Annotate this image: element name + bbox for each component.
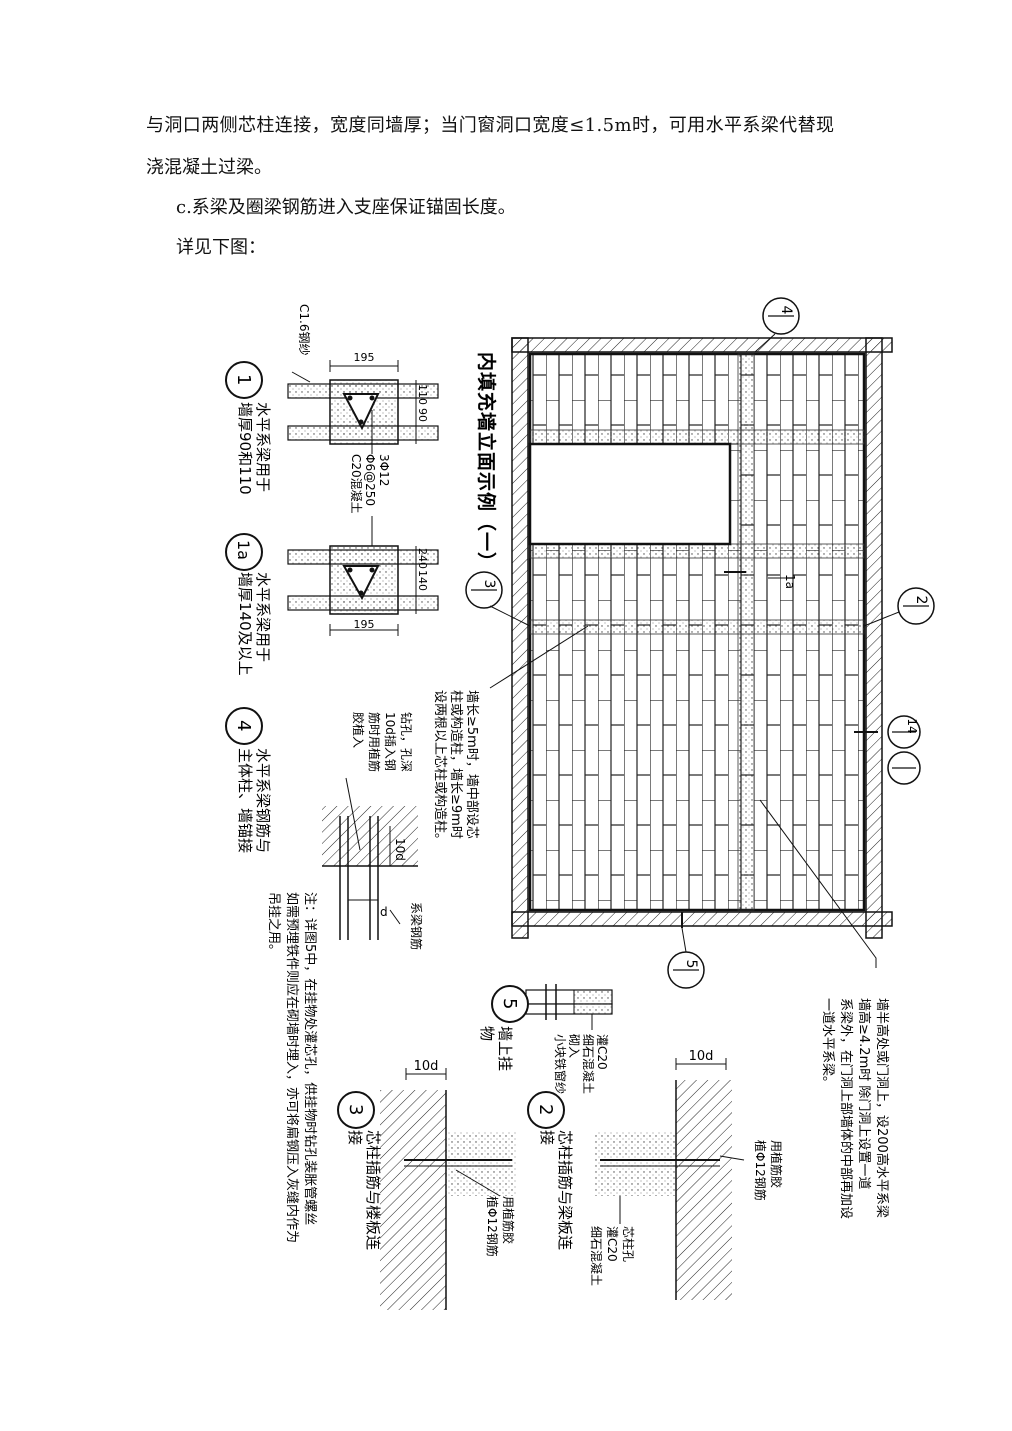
svg-text:砌入: 砌入 <box>567 1034 581 1058</box>
note-wall-length: 墙长≥5m时，墙中部设芯 柱或构造柱，墙长≥9m时 设两根以上芯柱或构造柱。 <box>432 690 479 846</box>
svg-text:195: 195 <box>354 351 375 364</box>
svg-text:注：详图5中，在挂物处灌芯孔，供挂物时钻孔装胀管螺丝: 注：详图5中，在挂物处灌芯孔，供挂物时钻孔装胀管螺丝 <box>302 892 317 1225</box>
svg-text:墙高≥4.2m时 除门洞上设置一道: 墙高≥4.2m时 除门洞上设置一道 <box>856 998 872 1189</box>
svg-text:用植筋胶: 用植筋胶 <box>501 1196 516 1244</box>
svg-text:墙上挂: 墙上挂 <box>496 1026 514 1071</box>
svg-text:4: 4 <box>233 720 254 731</box>
svg-text:5: 5 <box>499 998 520 1009</box>
svg-text:灌C20: 灌C20 <box>605 1226 619 1262</box>
svg-text:4: 4 <box>778 306 794 315</box>
paragraph-2: 浇混凝土过梁。 <box>146 157 272 178</box>
svg-text:植Φ12钢筋: 植Φ12钢筋 <box>753 1140 768 1201</box>
svg-text:水平系梁钢筋与: 水平系梁钢筋与 <box>254 748 272 853</box>
callout-2: 2 <box>863 587 935 627</box>
note-hanging: 注：详图5中，在挂物处灌芯孔，供挂物时钻孔装胀管螺丝 如需预埋铁件则应在砌墙时埋… <box>266 892 317 1243</box>
svg-text:10d: 10d <box>689 1049 714 1064</box>
svg-text:植Φ12钢筋: 植Φ12钢筋 <box>485 1196 500 1257</box>
svg-text:接: 接 <box>346 1130 364 1145</box>
svg-text:接: 接 <box>538 1130 556 1145</box>
detail-1a: 195 240 140 1a 水平系梁用于 墙厚140及以上 <box>225 516 439 676</box>
callout-1a: 1a <box>768 574 797 589</box>
svg-text:吊挂之用。: 吊挂之用。 <box>266 892 281 957</box>
svg-text:10d: 10d <box>414 1059 439 1074</box>
svg-text:2: 2 <box>535 1104 556 1115</box>
svg-text:柱或构造柱，墙长≥9m时: 柱或构造柱，墙长≥9m时 <box>448 690 463 839</box>
svg-text:小块铁窗纱: 小块铁窗纱 <box>553 1034 567 1094</box>
svg-text:90: 90 <box>416 408 429 422</box>
elevation-main <box>511 337 893 939</box>
svg-text:钻孔，孔深: 钻孔，孔深 <box>399 712 414 772</box>
svg-text:设两根以上芯柱或构造柱。: 设两根以上芯柱或构造柱。 <box>432 690 447 846</box>
svg-text:水平系梁用于: 水平系梁用于 <box>254 572 272 662</box>
svg-text:C20混凝土: C20混凝土 <box>349 454 364 514</box>
paragraph-3: c.系梁及圈梁钢筋进入支座保证锚固长度。 <box>176 197 516 218</box>
svg-text:灌C20: 灌C20 <box>595 1034 609 1070</box>
svg-text:1: 1 <box>233 374 254 385</box>
svg-text:芯柱孔: 芯柱孔 <box>621 1226 636 1262</box>
svg-text:3: 3 <box>345 1104 366 1115</box>
svg-text:墙厚90和110: 墙厚90和110 <box>236 402 254 495</box>
svg-text:240: 240 <box>416 548 429 569</box>
svg-text:1a: 1a <box>234 540 253 560</box>
svg-text:1a: 1a <box>783 574 797 589</box>
callout-4: 4 <box>754 297 800 353</box>
svg-text:系梁钢筋: 系梁钢筋 <box>409 902 424 950</box>
svg-text:水平系梁用于: 水平系梁用于 <box>254 402 272 492</box>
svg-text:3Φ12: 3Φ12 <box>377 454 391 486</box>
svg-text:用植筋胶: 用植筋胶 <box>769 1140 784 1188</box>
svg-text:系梁外，在门洞上部墙体的中部再加设: 系梁外，在门洞上部墙体的中部再加设 <box>838 998 854 1219</box>
svg-text:胶植入: 胶植入 <box>351 712 366 748</box>
paragraph-1: 与洞口两侧芯柱连接，宽度同墙厚；当门窗洞口宽度≤1.5m时，可用水平系梁代替现 <box>146 115 835 136</box>
callout-14-pair: 14 <box>887 715 921 785</box>
note-wall-height: 墙半高处或门洞上，设200高水平系梁 墙高≥4.2m时 除门洞上设置一道 系梁外… <box>820 998 890 1219</box>
detail-2: 10d 用植筋胶 植Φ12钢筋 芯柱孔 灌C20 细石混凝土 2 芯柱插筋与梁板… <box>527 1049 784 1300</box>
svg-text:墙厚140及以上: 墙厚140及以上 <box>236 572 254 676</box>
svg-text:筋时用植筋: 筋时用植筋 <box>367 712 382 772</box>
svg-text:主体柱、墙锚接: 主体柱、墙锚接 <box>236 748 254 853</box>
svg-text:墙半高处或门洞上，设200高水平系梁: 墙半高处或门洞上，设200高水平系梁 <box>874 998 890 1218</box>
svg-text:Φ6@250: Φ6@250 <box>363 454 377 506</box>
svg-text:5: 5 <box>683 960 699 969</box>
svg-text:140: 140 <box>416 570 429 591</box>
callout-5: 5 <box>667 927 705 989</box>
detail-5: 灌C20 细石混凝土 砌入 小块铁窗纱 5 墙上挂 物 <box>478 984 613 1094</box>
svg-text:110: 110 <box>416 384 429 405</box>
detail-4: 10d d 系梁钢筋 钻孔，孔深 10d插入钢 筋时用植筋 胶植入 4 水平系梁… <box>225 707 424 950</box>
paragraph-4: 详见下图： <box>176 237 266 258</box>
svg-text:d: d <box>380 905 388 919</box>
svg-text:2: 2 <box>913 596 929 605</box>
svg-text:10d插入钢: 10d插入钢 <box>383 712 397 771</box>
callout-3: 3 <box>465 571 531 627</box>
svg-text:3: 3 <box>481 580 497 589</box>
svg-text:物: 物 <box>478 1026 496 1041</box>
svg-text:195: 195 <box>354 618 375 631</box>
svg-text:墙长≥5m时，墙中部设芯: 墙长≥5m时，墙中部设芯 <box>464 690 479 839</box>
svg-text:如需预埋铁件则应在砌墙时埋入，亦可将扁钢压入灰缝内作为: 如需预埋铁件则应在砌墙时埋入，亦可将扁钢压入灰缝内作为 <box>284 892 300 1243</box>
detail-1: 195 110 90 C1.6钢纱 3Φ12 Φ6@250 C20混凝土 1 水… <box>225 304 439 514</box>
svg-text:细石混凝土: 细石混凝土 <box>581 1034 596 1094</box>
detail-3: 10d 用植筋胶 植Φ12钢筋 3 芯柱插筋与楼板连 接 <box>337 1059 516 1310</box>
svg-text:细石混凝土: 细石混凝土 <box>589 1226 604 1286</box>
svg-text:一道水平系梁。: 一道水平系梁。 <box>820 998 835 1089</box>
svg-text:芯柱插筋与楼板连: 芯柱插筋与楼板连 <box>364 1130 382 1250</box>
figure-title: 内填充墙立面示例（一） <box>475 352 498 572</box>
svg-text:10d: 10d <box>393 838 407 861</box>
svg-text:芯柱插筋与梁板连: 芯柱插筋与梁板连 <box>556 1130 574 1250</box>
svg-text:C1.6钢纱: C1.6钢纱 <box>297 304 311 355</box>
svg-text:14: 14 <box>905 718 919 733</box>
